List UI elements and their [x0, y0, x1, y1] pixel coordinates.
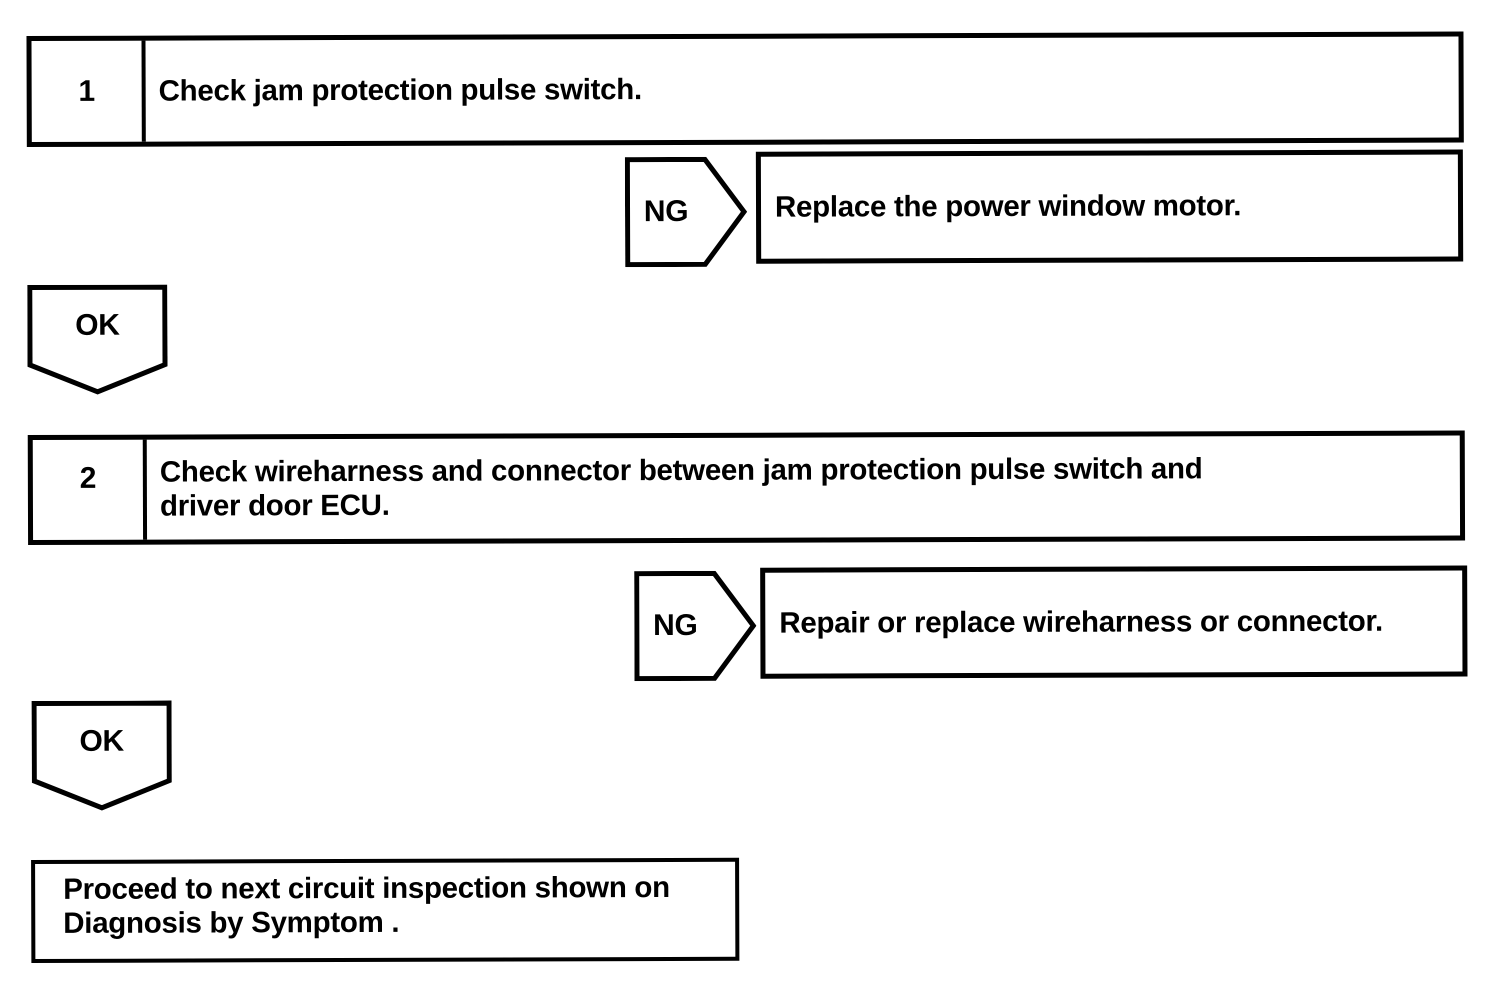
step-1-instruction-line: Check jam protection pulse switch.: [158, 72, 642, 108]
chevron-right-icon: [624, 156, 748, 268]
chevron-right-icon: [634, 570, 757, 682]
final-instruction-line: Proceed to next circuit inspection shown…: [63, 870, 670, 906]
step-2-ng-arrow: NG: [634, 570, 757, 682]
step-1-ng-result-box: Replace the power window motor.: [755, 149, 1464, 264]
step-1-ok-arrow: OK: [27, 284, 168, 395]
final-instruction-line: Diagnosis by Symptom .: [63, 905, 400, 940]
step-2-ng-label: NG: [653, 608, 698, 643]
step-2-ng-result-text: Repair or replace wireharness or connect…: [779, 604, 1383, 640]
step-1-instruction: Check jam protection pulse switch.: [145, 37, 1458, 142]
step-2-box: 2 Check wireharness and connector betwee…: [27, 430, 1466, 546]
step-1-number: 1: [31, 40, 146, 142]
step-2-ok-arrow: OK: [31, 700, 172, 811]
step-1-ok-label: OK: [75, 308, 120, 342]
chevron-down-icon: [27, 284, 168, 395]
step-1-box: 1 Check jam protection pulse switch.: [26, 31, 1464, 148]
chevron-down-icon: [31, 700, 172, 811]
step-2-instruction-line: driver door ECU.: [159, 488, 390, 523]
step-2-instruction-line: Check wireharness and connector between …: [159, 452, 1203, 489]
step-2-instruction: Check wireharness and connector between …: [147, 436, 1460, 540]
step-2-ng-result-box: Repair or replace wireharness or connect…: [760, 565, 1468, 679]
step-1-ng-result-text: Replace the power window motor.: [774, 189, 1242, 224]
step-2-number: 2: [32, 439, 148, 540]
step-1-ng-label: NG: [643, 194, 689, 229]
step-1-ng-arrow: NG: [624, 156, 748, 268]
final-instruction-box: Proceed to next circuit inspection shown…: [31, 857, 740, 963]
step-2-ok-label: OK: [79, 724, 124, 758]
